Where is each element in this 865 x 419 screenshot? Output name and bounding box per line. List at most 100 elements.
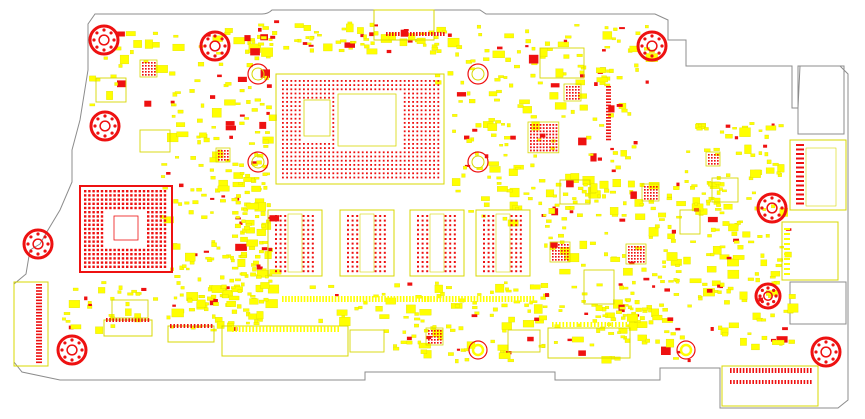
passive-component bbox=[534, 317, 540, 321]
passive-component bbox=[466, 138, 472, 143]
top-connector bbox=[373, 9, 445, 41]
passive-component bbox=[627, 180, 635, 188]
cpu-ball bbox=[298, 117, 301, 120]
memory-ball bbox=[347, 270, 349, 273]
passive-component bbox=[241, 219, 246, 223]
passive-component bbox=[733, 238, 739, 242]
passive-component bbox=[590, 153, 597, 162]
cpu-ball bbox=[315, 92, 318, 95]
passive-component bbox=[772, 339, 785, 345]
gpu-ball bbox=[147, 227, 150, 231]
passive-component bbox=[613, 27, 618, 31]
cpu-ball bbox=[416, 143, 419, 145]
passive-component bbox=[245, 49, 250, 54]
connector-pin bbox=[739, 380, 742, 384]
passive-component bbox=[602, 194, 606, 199]
cpu-ball bbox=[286, 147, 288, 149]
cpu-ball bbox=[395, 80, 398, 82]
passive-component bbox=[611, 169, 616, 173]
memory-ball bbox=[383, 261, 386, 263]
memory-ball bbox=[284, 256, 287, 259]
passive-component bbox=[489, 166, 501, 173]
memory-ball bbox=[347, 256, 349, 259]
passive-component bbox=[538, 315, 547, 321]
cpu-ball bbox=[294, 138, 297, 141]
cpu-ball bbox=[429, 122, 431, 124]
passive-component bbox=[239, 121, 245, 125]
passive-component bbox=[687, 359, 691, 363]
cpu-ball bbox=[332, 172, 335, 175]
cpu-ball bbox=[294, 96, 297, 99]
passive-component bbox=[579, 104, 588, 111]
cpu-ball bbox=[399, 80, 402, 82]
passive-component bbox=[406, 340, 413, 345]
cpu-ball bbox=[340, 168, 343, 170]
memory-ball bbox=[307, 215, 310, 217]
passive-component bbox=[211, 126, 216, 129]
gpu-ball bbox=[163, 232, 167, 235]
passive-component bbox=[704, 127, 709, 131]
passive-component bbox=[171, 308, 184, 318]
passive-component bbox=[84, 296, 88, 301]
gpu-ball bbox=[147, 240, 150, 243]
gpu-ball bbox=[142, 194, 146, 197]
gpu-ball bbox=[88, 198, 91, 201]
passive-component bbox=[662, 265, 666, 268]
passive-component bbox=[472, 306, 478, 310]
passive-component bbox=[706, 289, 713, 293]
passive-component bbox=[712, 246, 722, 255]
passive-component bbox=[502, 216, 508, 221]
passive-component bbox=[516, 50, 521, 54]
passive-component bbox=[488, 91, 498, 97]
memory-ball bbox=[449, 261, 452, 263]
cpu-ball bbox=[298, 92, 301, 95]
cpu-ball bbox=[374, 176, 377, 179]
memory-ball bbox=[356, 238, 359, 240]
memory-ball bbox=[444, 219, 447, 222]
memory-ball bbox=[421, 242, 424, 245]
passive-component bbox=[610, 317, 617, 322]
memory-center bbox=[429, 213, 445, 273]
cpu-ball bbox=[286, 138, 288, 141]
passive-component bbox=[65, 320, 71, 323]
cpu-ball bbox=[429, 101, 431, 103]
passive-component bbox=[419, 309, 432, 316]
cpu-ball bbox=[374, 84, 377, 86]
passive-component bbox=[497, 46, 503, 50]
cpu-ball bbox=[290, 147, 293, 149]
passive-component bbox=[211, 240, 216, 244]
memory-ball bbox=[515, 228, 518, 231]
passive-component bbox=[642, 310, 648, 313]
passive-component bbox=[496, 176, 502, 180]
passive-component bbox=[161, 163, 168, 166]
connector-pin bbox=[413, 32, 415, 36]
passive-component bbox=[456, 45, 463, 49]
cpu-ball bbox=[311, 168, 314, 170]
passive-component bbox=[267, 284, 280, 294]
cpu-ball bbox=[332, 92, 335, 95]
connector-pin bbox=[520, 296, 522, 302]
connector-pin bbox=[606, 123, 611, 125]
mounting-hole bbox=[247, 151, 269, 173]
cpu-ball bbox=[340, 80, 343, 82]
cpu-ball bbox=[437, 117, 440, 120]
cpu-ball bbox=[311, 147, 314, 149]
memory-ball bbox=[279, 256, 282, 259]
cpu-ball bbox=[298, 151, 301, 154]
passive-component bbox=[246, 202, 259, 210]
passive-component bbox=[691, 184, 698, 188]
passive-component bbox=[198, 295, 206, 298]
passive-component bbox=[766, 159, 772, 164]
memory-ball bbox=[351, 270, 354, 273]
mounting-hole bbox=[636, 30, 668, 62]
passive-component bbox=[481, 196, 490, 201]
passive-component bbox=[599, 180, 609, 189]
passive-component bbox=[460, 80, 465, 85]
passive-component bbox=[251, 161, 257, 165]
connector-pin bbox=[296, 326, 299, 332]
cpu-ball bbox=[282, 122, 284, 124]
cpu-ball bbox=[429, 105, 431, 107]
connector-pin bbox=[36, 336, 42, 339]
cpu-ball bbox=[378, 176, 381, 179]
passive-component bbox=[268, 114, 277, 121]
